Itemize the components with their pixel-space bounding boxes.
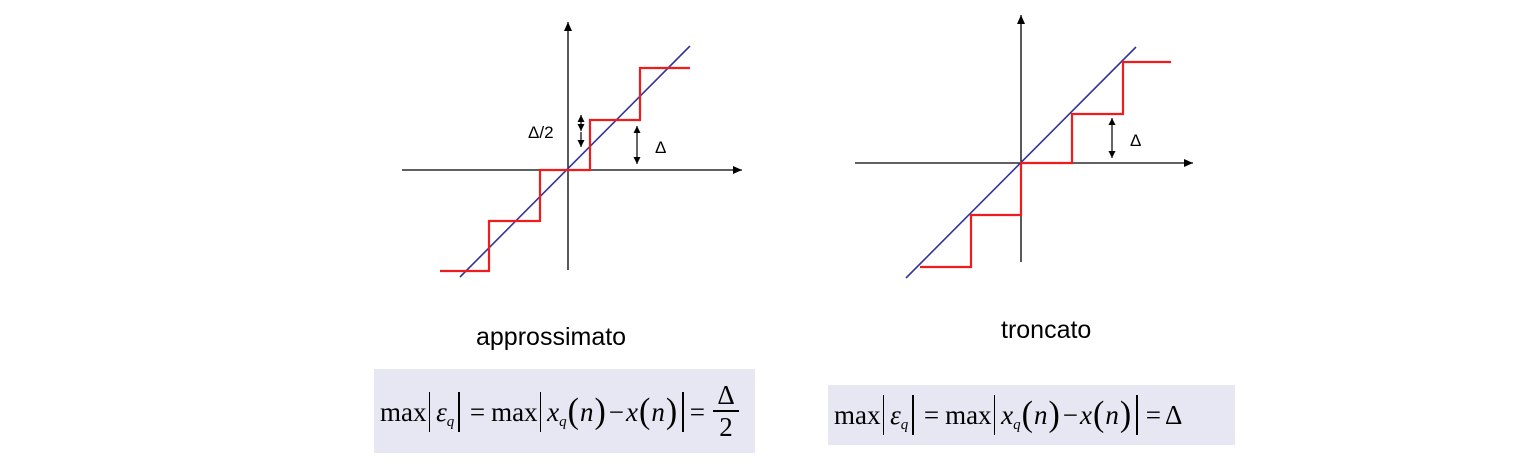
open-paren: (: [1093, 395, 1105, 434]
open-paren: (: [639, 392, 651, 431]
n-symbol: n: [651, 396, 665, 427]
abs-bar: [882, 395, 885, 435]
trunc-formula: max ε q = max x q (n) − x (n) = Δ: [834, 387, 1182, 443]
x-symbol: x: [626, 396, 639, 427]
fraction-numerator: Δ: [717, 380, 735, 411]
abs-bar: [682, 392, 684, 432]
approx-quantizer-plot: Δ/2 Δ: [402, 22, 742, 278]
open-paren: (: [1021, 395, 1033, 434]
subscript-q: q: [1013, 416, 1021, 433]
trunc-formula-box: [828, 385, 1235, 445]
max-label: max: [380, 396, 427, 427]
equals-sign: =: [923, 399, 940, 430]
max-label: max: [945, 399, 992, 430]
open-paren: (: [567, 392, 579, 431]
minus-sign: −: [608, 396, 625, 427]
abs-bar: [539, 392, 542, 432]
equals-sign: =: [689, 396, 705, 427]
trunc-step-label: Δ: [1130, 131, 1141, 150]
approx-step-label: Δ: [655, 138, 666, 157]
approx-formula: max ε q = max x q (n) − x (n) = Δ 2: [380, 371, 739, 453]
n-symbol: n: [579, 396, 594, 427]
close-paren: ): [1119, 395, 1132, 434]
close-paren: ): [665, 392, 678, 431]
trunc-quantizer-plot: Δ: [855, 15, 1193, 279]
approx-identity-line: [459, 45, 691, 278]
subscript-q: q: [559, 413, 567, 430]
n-symbol: n: [1105, 399, 1119, 430]
approx-half-step-label: Δ/2: [528, 123, 554, 142]
equals-sign: =: [1145, 399, 1161, 430]
approx-caption: approssimato: [476, 323, 627, 351]
epsilon-symbol: ε: [436, 396, 447, 427]
trunc-staircase: [920, 60, 1171, 269]
close-paren: ): [594, 392, 606, 431]
abs-bar: [1136, 395, 1138, 435]
approx-formula-box: [374, 369, 755, 453]
fraction-denominator: 2: [719, 411, 733, 442]
epsilon-symbol: ε: [890, 399, 901, 430]
x-symbol: x: [547, 396, 560, 427]
trunc-caption: troncato: [1001, 316, 1092, 344]
max-label: max: [834, 399, 881, 430]
x-symbol: x: [1001, 399, 1014, 430]
subscript-q: q: [900, 416, 909, 433]
abs-bar: [458, 392, 460, 432]
abs-bar: [428, 392, 431, 432]
x-symbol: x: [1080, 399, 1093, 430]
delta-symbol: Δ: [1165, 399, 1183, 430]
equals-sign: =: [469, 396, 486, 427]
close-paren: ): [1048, 395, 1060, 434]
fraction-bar: [713, 410, 739, 412]
delta-half-fraction: Δ 2: [713, 380, 739, 442]
subscript-q: q: [446, 413, 455, 430]
approx-staircase: [440, 66, 690, 273]
minus-sign: −: [1062, 399, 1079, 430]
max-label: max: [491, 396, 538, 427]
abs-bar: [912, 395, 914, 435]
n-symbol: n: [1033, 399, 1048, 430]
abs-bar: [993, 395, 996, 435]
